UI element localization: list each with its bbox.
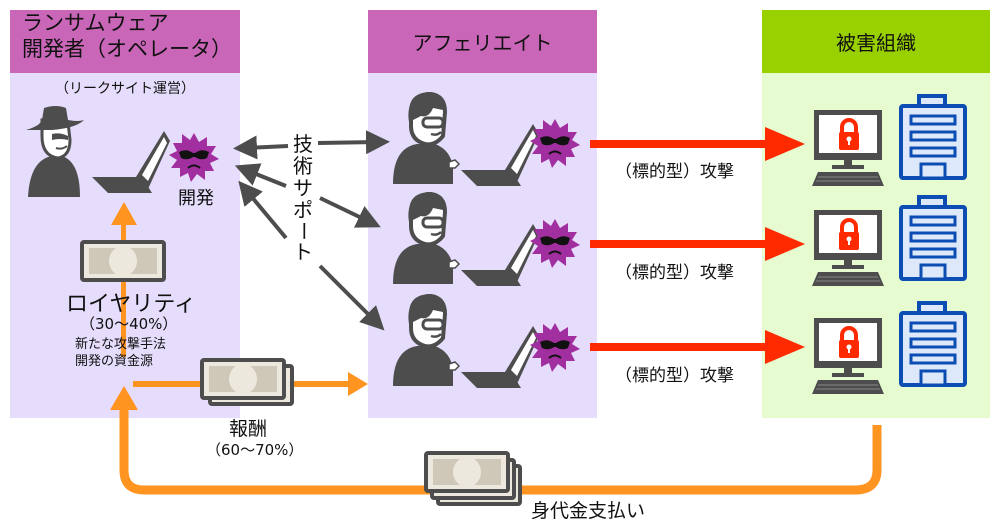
attack-label-1: （標的型）攻撃 [615,162,734,182]
royalty-note-1: 新たな攻撃手法 [75,337,167,352]
tech-support-char: ー [291,221,315,241]
affiliate-hacker-icon-1 [391,90,539,186]
tech-support-char: 技 [293,132,313,156]
ransom-payment-label: 身代金支払い [531,500,646,522]
malware-icon-1 [529,118,581,169]
building-icon-1 [899,94,967,180]
tech-support-char: ト [293,240,313,264]
attack-arrow-2 [590,227,805,261]
victim-title: 被害組織 [836,31,916,55]
tech-support-char: ポ [293,198,313,222]
affiliate-title: アフェリエイト [412,31,553,55]
operator-title-line1: ランサムウェア [22,11,169,35]
building-icon-2 [899,195,967,281]
royalty-percent: （30〜40%） [80,315,178,333]
support-arrows [233,130,390,331]
tech-support-char: サ [293,176,313,200]
royalty-money-icon [80,240,166,282]
affiliate-hacker-icon-2 [391,190,539,286]
royalty-label: ロイヤリティ [66,292,197,317]
locked-pc-icon-2 [810,208,886,288]
attack-arrow-1 [590,127,805,161]
operator-header: ランサムウェア 開発者（オペレータ） [10,10,240,73]
reward-money-icon-front [200,358,286,400]
attack-label-2: （標的型）攻撃 [615,263,734,283]
tech-support-label: 技 術 サ ポ ー ト [291,133,315,263]
affiliate-header: アフェリエイト [368,10,597,73]
building-icon-3 [899,301,967,387]
operator-laptop-icon [92,131,170,193]
attack-arrow-3 [590,330,805,364]
ransom-money-icon [424,451,522,506]
reward-percent: （60〜70%） [206,441,304,459]
affiliate-hacker-icon-3 [391,292,539,388]
malware-icon-3 [529,322,581,373]
tech-support-char: 術 [293,154,313,178]
develop-label: 開発 [178,188,214,209]
operator-subtitle: （リークサイト運営） [55,81,195,97]
operator-title-line2: 開発者（オペレータ） [22,37,232,61]
victim-header: 被害組織 [762,10,990,73]
malware-icon-2 [529,218,581,269]
royalty-note-2: 開発の資金源 [75,354,154,369]
locked-pc-icon-3 [810,316,886,396]
hacker-hat-icon [26,106,84,197]
attack-label-3: （標的型）攻撃 [615,366,734,386]
reward-label: 報酬 [229,418,268,440]
locked-pc-icon-1 [810,108,886,188]
malware-icon [168,132,220,183]
